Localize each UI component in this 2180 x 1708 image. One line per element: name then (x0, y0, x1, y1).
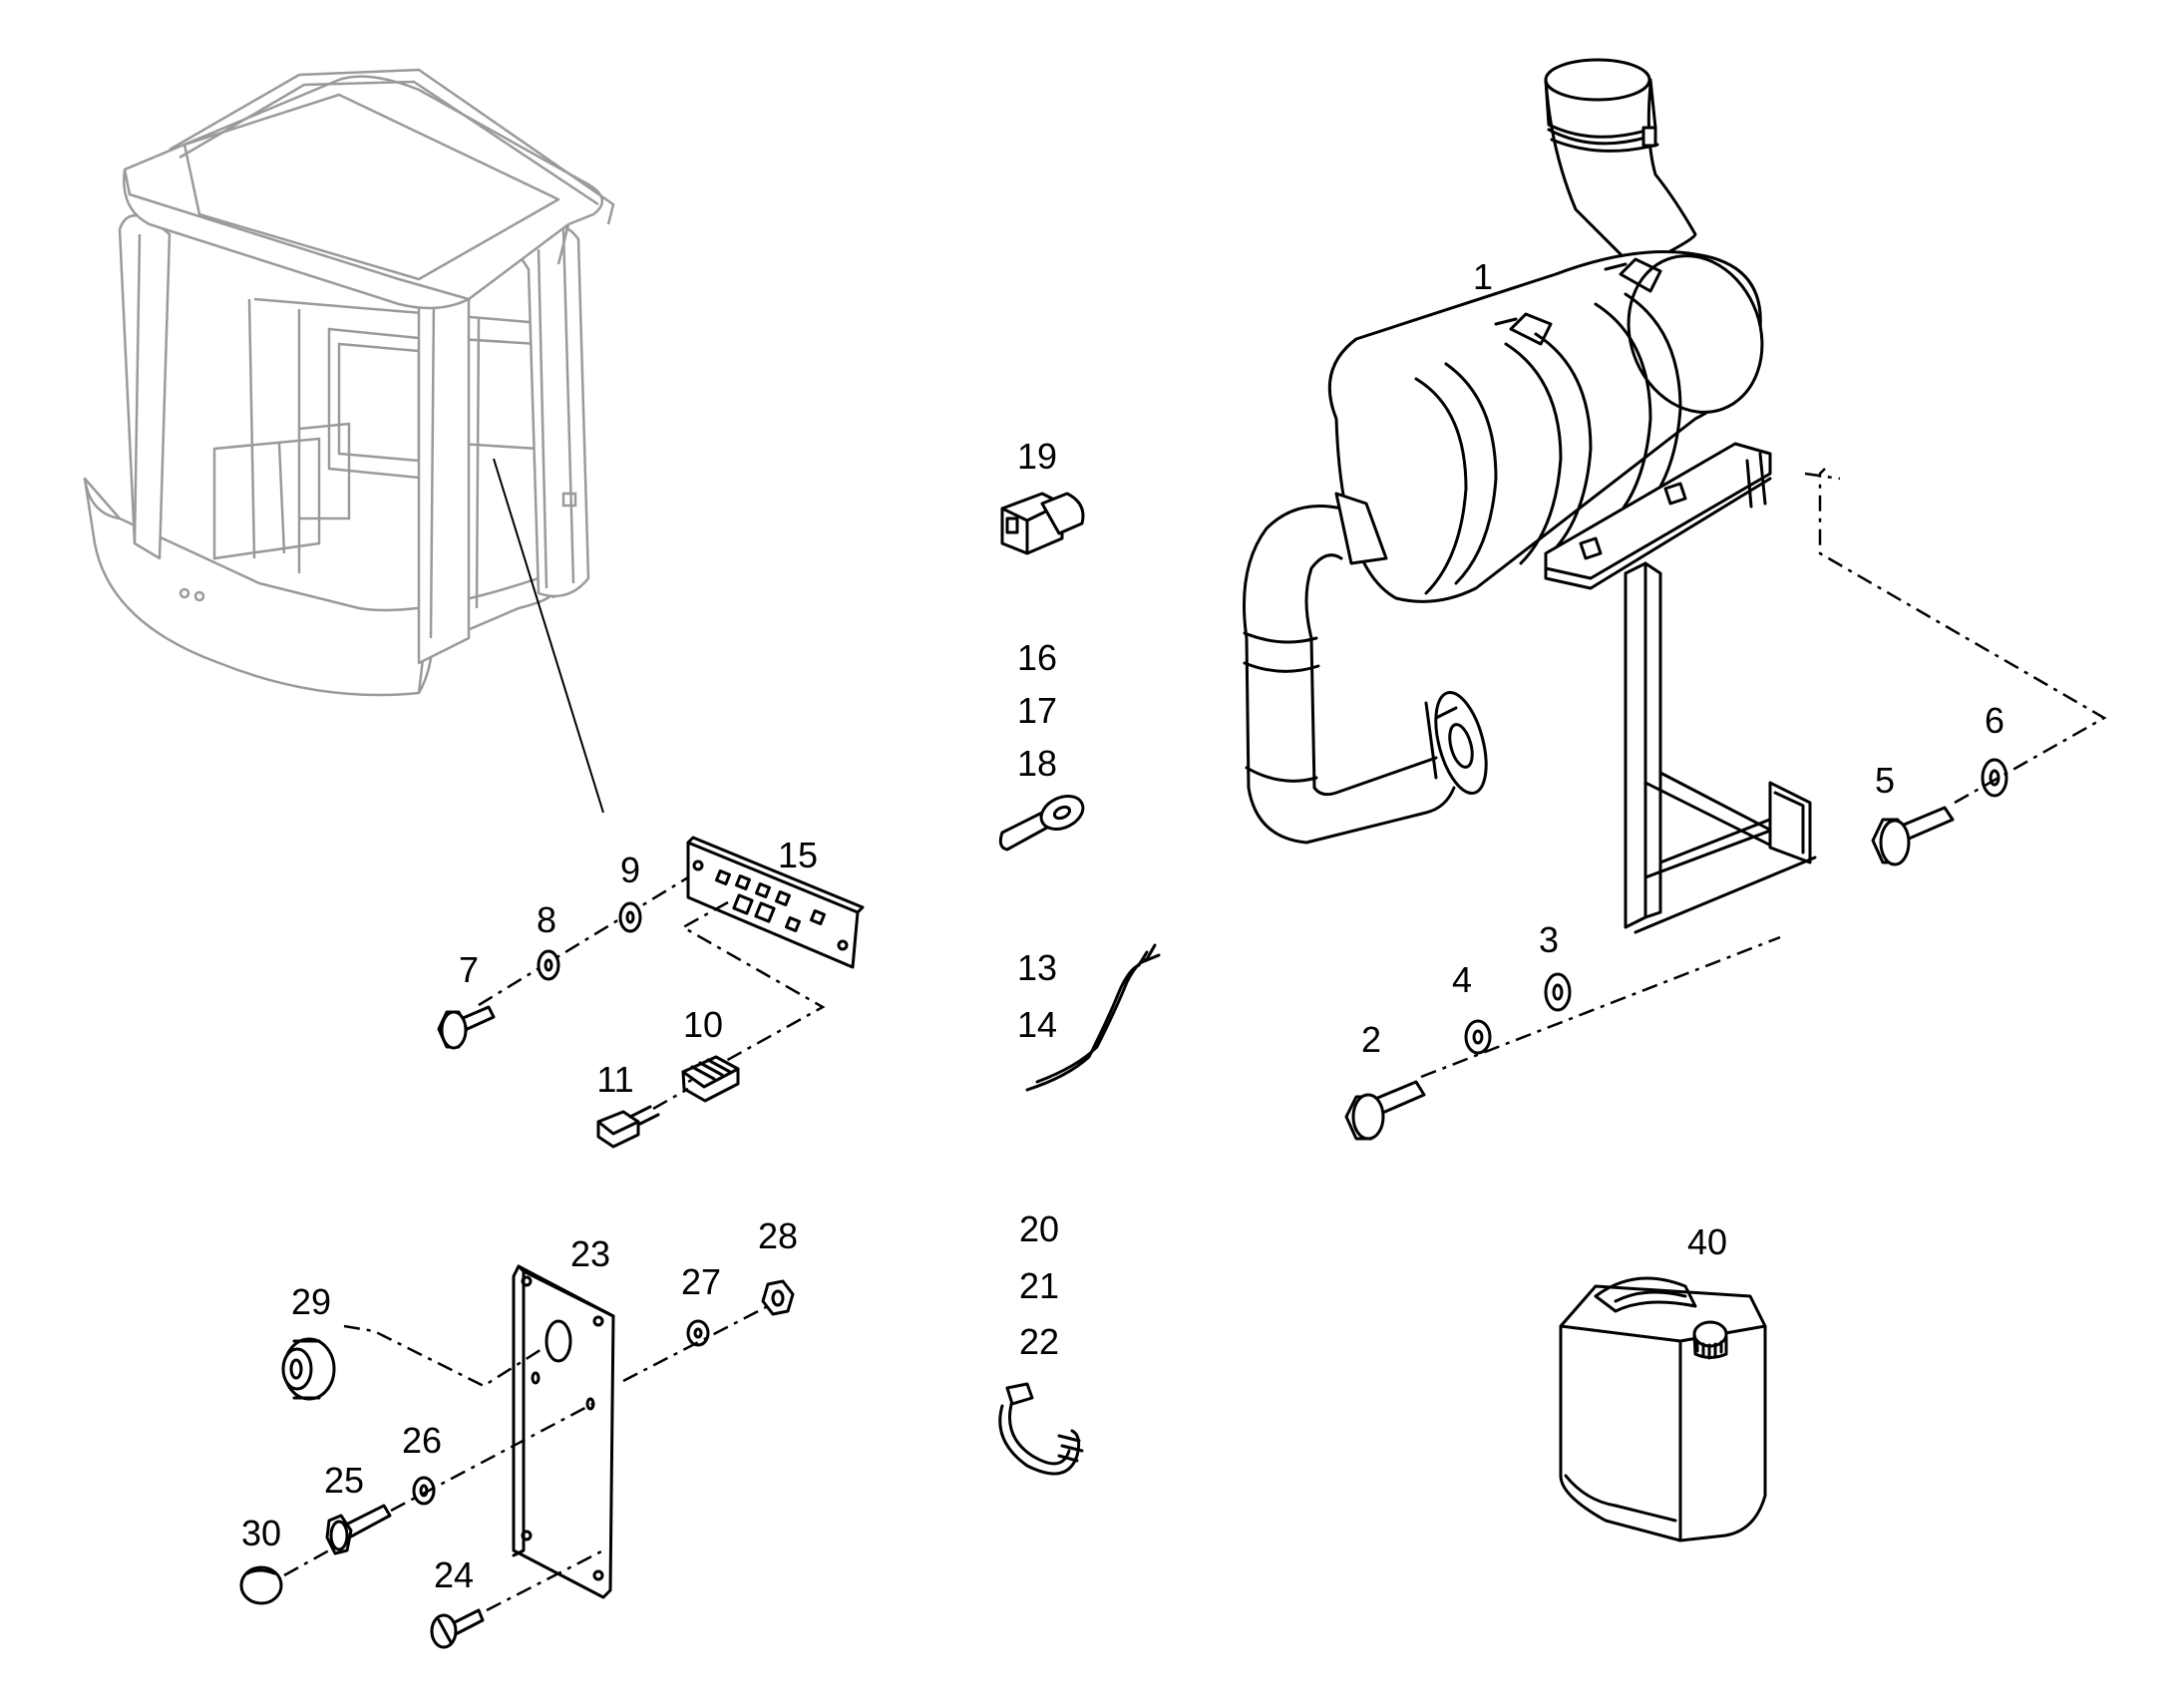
callout-20: 20 (1019, 1208, 1059, 1249)
washer-26 (412, 1476, 436, 1506)
callout-7: 7 (459, 949, 479, 990)
cable-13-14 (1025, 943, 1161, 1092)
fastener-leader-upper (1818, 468, 2107, 805)
washer-3 (1544, 972, 1572, 1012)
callout-40: 40 (1687, 1221, 1727, 1262)
bolt-25-leader (283, 1399, 599, 1577)
callout-13: 13 (1017, 947, 1057, 988)
callout-26: 26 (402, 1420, 442, 1461)
callout-28: 28 (758, 1215, 798, 1256)
fastener-7-9-leader (478, 875, 689, 1007)
washer-6 (1981, 758, 2008, 798)
callout-17: 17 (1017, 690, 1057, 731)
callout-22: 22 (1019, 1321, 1059, 1362)
callout-4: 4 (1452, 959, 1472, 1000)
washer-9 (618, 901, 642, 933)
fuse-holder-10 (681, 1055, 740, 1103)
callout-19: 19 (1017, 436, 1057, 477)
callout-14: 14 (1017, 1004, 1057, 1045)
grommet-29 (281, 1337, 336, 1401)
callout-3: 3 (1539, 919, 1559, 960)
callout-30: 30 (241, 1513, 281, 1553)
operator-cab (83, 68, 615, 697)
bolt-7 (437, 1005, 496, 1050)
bolt-25 (325, 1504, 392, 1555)
callout-8: 8 (537, 899, 556, 940)
mounting-plate-23 (512, 1264, 615, 1599)
nut-28 (761, 1279, 795, 1316)
washer-4 (1464, 1019, 1492, 1055)
callout-9: 9 (620, 850, 640, 890)
fuse-11 (596, 1105, 660, 1149)
fuse-leader (652, 1087, 689, 1111)
cap-30 (239, 1565, 283, 1605)
screw-24 (430, 1608, 485, 1649)
fluid-canister-40 (1559, 1276, 1767, 1542)
callout-2: 2 (1361, 1019, 1381, 1060)
washer-8 (537, 949, 560, 981)
terminal-strip (686, 836, 865, 969)
nut-leader (622, 1304, 769, 1383)
callout-labels: 1 2 3 4 5 6 7 8 9 10 11 13 14 15 16 17 1… (241, 256, 2004, 1595)
callout-27: 27 (681, 1261, 721, 1302)
callout-5: 5 (1875, 760, 1895, 801)
fastener-leader-lower (1420, 935, 1781, 1079)
connector-19 (1000, 492, 1085, 555)
callout-11: 11 (596, 1059, 633, 1100)
callout-25: 25 (324, 1460, 364, 1501)
callout-23: 23 (570, 1233, 610, 1274)
bracket-leader (1804, 472, 1841, 481)
callout-15: 15 (778, 835, 818, 875)
silencer-mounting-bracket (1544, 442, 1817, 934)
washer-27 (686, 1319, 710, 1347)
grommet-leader (343, 1324, 547, 1388)
bolt-2 (1344, 1080, 1426, 1141)
callout-1: 1 (1473, 256, 1493, 297)
bolt-5 (1871, 806, 1955, 866)
callout-6: 6 (1985, 700, 2004, 741)
callout-21: 21 (1019, 1265, 1059, 1306)
cab-location-leader (493, 458, 604, 814)
ring-terminal-18 (998, 795, 1085, 852)
callout-16: 16 (1017, 637, 1057, 678)
callout-24: 24 (434, 1554, 474, 1595)
screw-24-leader (486, 1548, 604, 1612)
exhaust-silencer-assembly (1243, 58, 1764, 845)
callout-29: 29 (291, 1281, 331, 1322)
hose-clamp-20-22 (998, 1382, 1084, 1476)
terminal-leader (680, 900, 826, 1084)
callout-10: 10 (683, 1004, 723, 1045)
callout-18: 18 (1017, 743, 1057, 784)
